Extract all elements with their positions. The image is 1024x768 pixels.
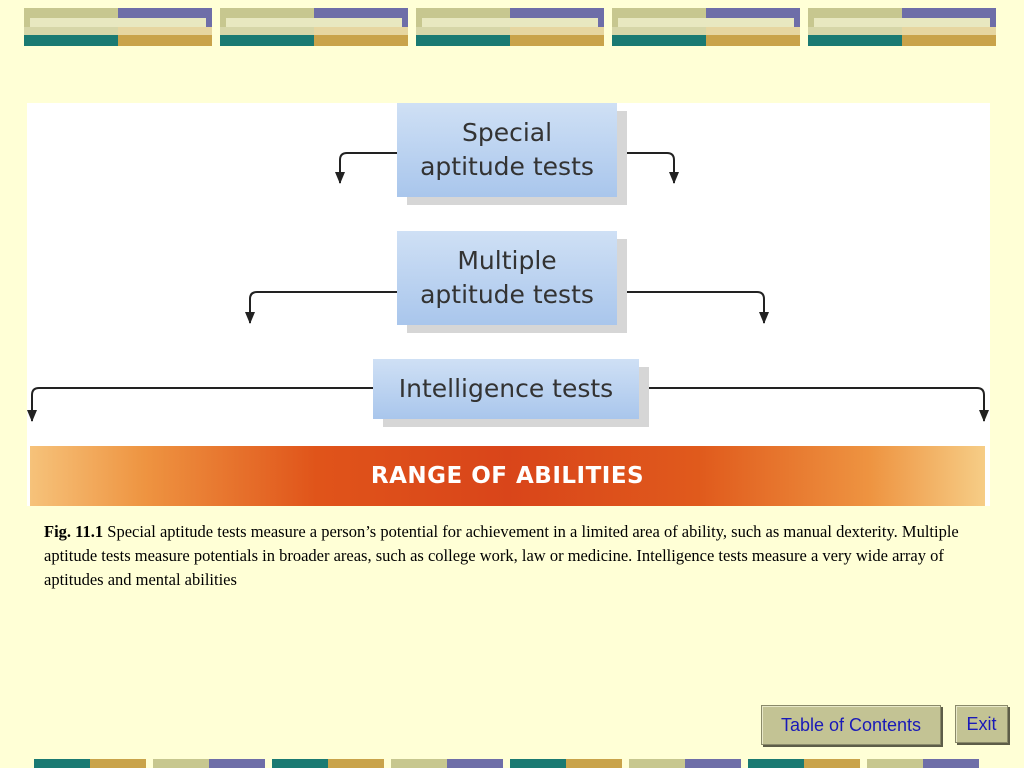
special-right-arrow <box>617 152 679 184</box>
exit-label: Exit <box>966 713 997 734</box>
bottom-band-tile <box>629 759 685 768</box>
multiple-aptitude-tests-box: Multiple aptitude tests <box>397 231 617 325</box>
bottom-band-tile <box>685 759 741 768</box>
multiple-right-arrow <box>617 291 769 324</box>
bottom-band-tile <box>90 759 146 768</box>
bottom-band-tile <box>391 759 447 768</box>
intelligence-tests-box: Intelligence tests <box>373 359 639 419</box>
top-band-tile <box>808 8 996 46</box>
bottom-band-tile <box>34 759 90 768</box>
figure-caption-text: Special aptitude tests measure a person’… <box>44 522 959 589</box>
table-of-contents-label: Table of Contents <box>780 714 922 735</box>
multiple-left-arrow <box>245 291 397 324</box>
bottom-band-tile <box>867 759 923 768</box>
special-left-arrow <box>335 152 397 184</box>
top-band-tile <box>24 8 212 46</box>
table-of-contents-button[interactable]: Table of Contents <box>761 705 941 745</box>
range-of-abilities-diagram: Special aptitude tests Multiple aptitude… <box>27 103 990 506</box>
range-of-abilities-label: RANGE OF ABILITIES <box>370 463 645 489</box>
bottom-band-tile <box>153 759 209 768</box>
special-box-line1: Special <box>461 118 553 147</box>
figure-number: Fig. 11.1 <box>44 522 104 541</box>
diagram-connector-lines <box>27 152 989 422</box>
bottom-band-tile <box>328 759 384 768</box>
top-band-tile <box>612 8 800 46</box>
top-decorative-band <box>24 8 1000 46</box>
exit-button[interactable]: Exit <box>955 705 1008 743</box>
intelligence-left-arrow <box>27 387 373 422</box>
bottom-decorative-band <box>0 759 1024 768</box>
top-band-tile <box>416 8 604 46</box>
bottom-band-tile <box>272 759 328 768</box>
multiple-box-line1: Multiple <box>457 246 557 275</box>
top-band-tile <box>220 8 408 46</box>
bottom-band-tile <box>510 759 566 768</box>
multiple-box-line2: aptitude tests <box>420 280 594 309</box>
bottom-band-tile <box>209 759 265 768</box>
figure-caption: Fig. 11.1 Special aptitude tests measure… <box>44 520 994 592</box>
bottom-band-tile <box>447 759 503 768</box>
bottom-band-tile <box>923 759 979 768</box>
bottom-band-tile <box>748 759 804 768</box>
intelligence-right-arrow <box>639 387 989 422</box>
intelligence-box-label: Intelligence tests <box>398 374 614 403</box>
bottom-band-tile <box>566 759 622 768</box>
special-aptitude-tests-box: Special aptitude tests <box>397 103 617 197</box>
bottom-band-tile <box>804 759 860 768</box>
range-of-abilities-bar: RANGE OF ABILITIES <box>30 446 985 506</box>
special-box-line2: aptitude tests <box>420 152 594 181</box>
